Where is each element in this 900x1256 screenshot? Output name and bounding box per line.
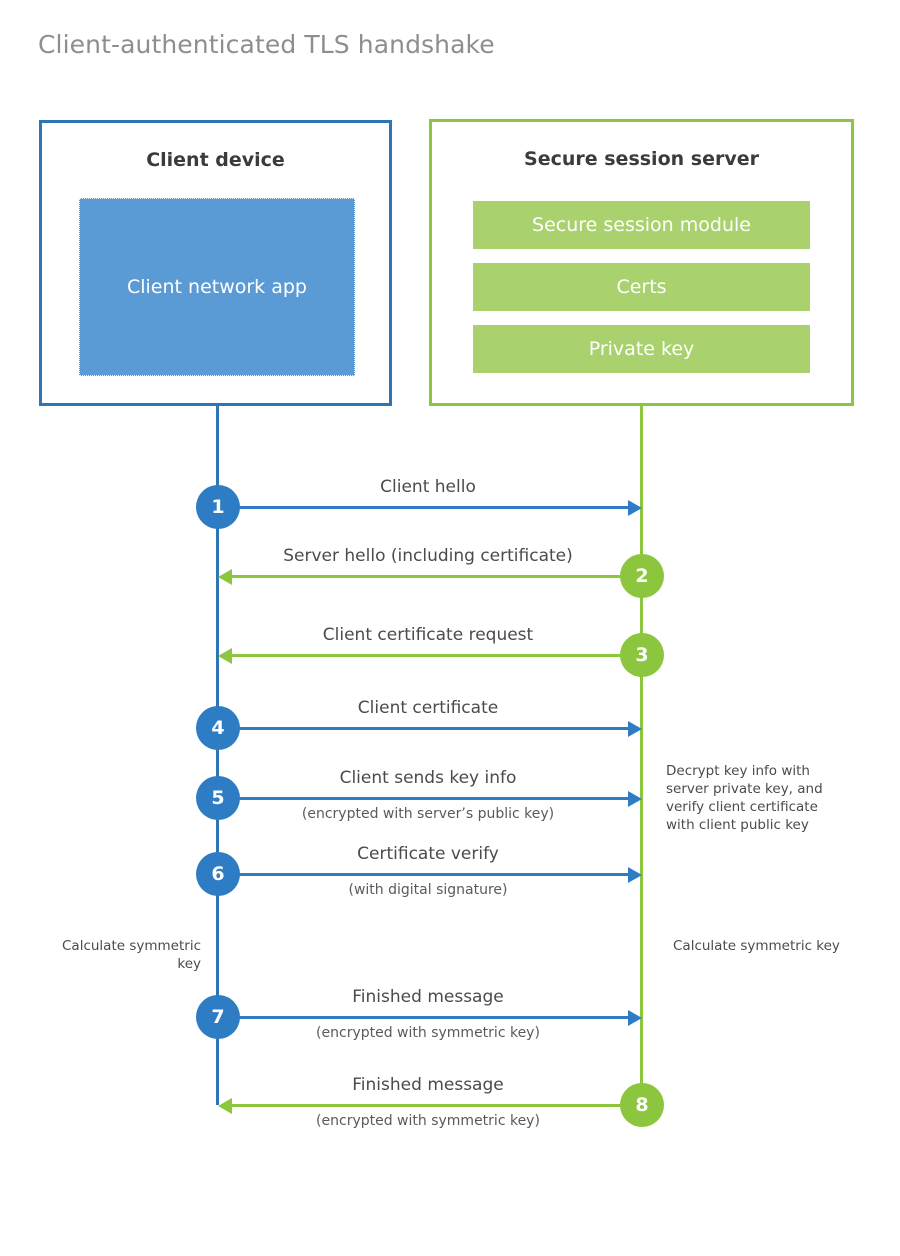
secure-session-server-box: Secure session server Secure session mod…: [429, 119, 854, 406]
note-server-calculate-symmetric-key: Calculate symmetric key: [673, 938, 840, 954]
step-arrow-line-5: [218, 797, 636, 800]
step-label-1: Client hello: [380, 477, 476, 497]
step-arrow-line-3: [222, 654, 640, 657]
step-arrow-head-5: [628, 791, 642, 807]
client-network-app-box: Client network app: [79, 198, 355, 376]
step-arrow-head-4: [628, 721, 642, 737]
step-label-8: Finished message: [352, 1075, 504, 1095]
step-sublabel-7: (encrypted with symmetric key): [316, 1025, 540, 1041]
client-lifeline: [216, 405, 219, 1105]
note-client-calculate-symmetric-key: Calculate symmetric key: [62, 938, 201, 972]
secure-session-server-title: Secure session server: [524, 148, 759, 170]
step-arrow-line-2: [222, 575, 640, 578]
step-arrow-line-8: [222, 1104, 640, 1107]
step-badge-8[interactable]: 8: [620, 1083, 664, 1127]
step-label-6: Certificate verify: [357, 844, 499, 864]
step-sublabel-8: (encrypted with symmetric key): [316, 1113, 540, 1129]
step-arrow-head-7: [628, 1010, 642, 1026]
server-module-label: Certs: [616, 276, 667, 298]
step-label-5: Client sends key info: [339, 768, 517, 788]
server-module-secure-session-module: Secure session module: [473, 201, 810, 249]
page-title: Client-authenticated TLS handshake: [38, 30, 495, 59]
step-badge-1[interactable]: 1: [196, 485, 240, 529]
step-label-2: Server hello (including certificate): [283, 546, 573, 566]
step-arrow-head-1: [628, 500, 642, 516]
step-label-4: Client certificate: [357, 698, 499, 718]
server-module-label: Private key: [588, 338, 695, 360]
step-badge-7[interactable]: 7: [196, 995, 240, 1039]
step-badge-4[interactable]: 4: [196, 706, 240, 750]
step-label-7: Finished message: [352, 987, 504, 1007]
step-arrow-head-6: [628, 867, 642, 883]
step-badge-2[interactable]: 2: [620, 554, 664, 598]
step-badge-5[interactable]: 5: [196, 776, 240, 820]
step-arrow-line-7: [218, 1016, 636, 1019]
server-module-private-key: Private key: [473, 325, 810, 373]
step-sublabel-5: (encrypted with server’s public key): [301, 806, 555, 822]
step-badge-3[interactable]: 3: [620, 633, 664, 677]
server-module-certs: Certs: [473, 263, 810, 311]
step-arrow-head-8: [218, 1098, 232, 1114]
step-arrow-line-6: [218, 873, 636, 876]
server-module-label: Secure session module: [532, 214, 751, 236]
step-arrow-head-3: [218, 648, 232, 664]
step-badge-6[interactable]: 6: [196, 852, 240, 896]
client-network-app-label: Client network app: [126, 275, 307, 298]
step-sublabel-6: (with digital signature): [348, 882, 508, 898]
client-device-title: Client device: [146, 149, 285, 171]
step-arrow-line-4: [218, 727, 636, 730]
step-arrow-head-2: [218, 569, 232, 585]
client-device-box: Client device Client network app: [39, 120, 392, 406]
step-arrow-line-1: [218, 506, 636, 509]
note-decrypt-key-info: Decrypt key info with server private key…: [666, 763, 823, 833]
server-lifeline: [640, 405, 643, 1105]
step-label-3: Client certificate request: [322, 625, 534, 645]
